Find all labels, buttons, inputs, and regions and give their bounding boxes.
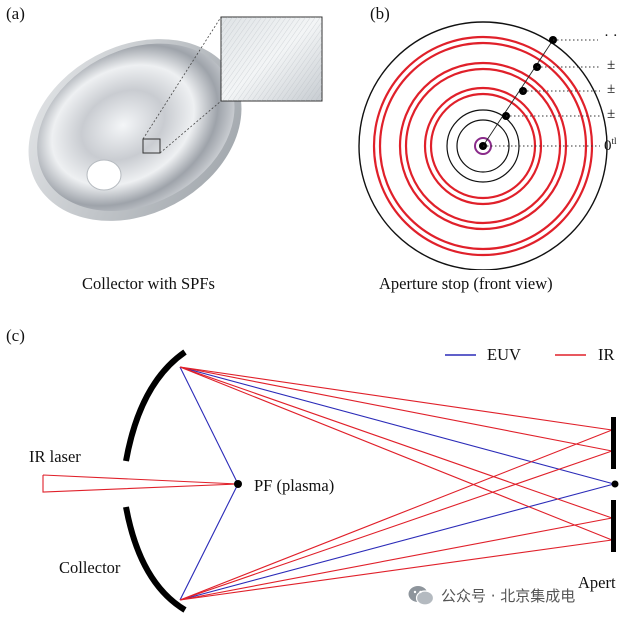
intermediate-focus-dot [612,481,619,488]
euv-ray-top-out [180,367,614,484]
wechat-icon [407,583,435,609]
collector-label: Collector [59,558,120,578]
aperture-label: Apert [578,573,616,593]
ir-ray-top-1 [180,367,612,430]
euv-ray-bottom-out [180,484,614,600]
aperture-plate-upper [611,417,616,469]
plasma-focus-dot [234,480,242,488]
collector-mirror-lower [126,507,185,610]
ir-ray-bottom-1 [180,430,612,600]
ir-ray-top-3 [180,367,612,518]
ir-ray-top-2 [180,367,612,451]
aperture-plate-lower [611,500,616,552]
ir-laser-label: IR laser [29,447,81,467]
focus-label: PF (plasma) [254,476,334,496]
watermark-text: 公众号 · 北京集成电 [441,585,575,606]
legend-ir-label: IR [598,345,615,365]
collector-mirror-upper [126,352,185,461]
ir-laser-beam [43,475,238,492]
ir-ray-bottom-2 [180,451,612,600]
ir-ray-top-4 [180,367,612,540]
legend-euv-label: EUV [487,345,521,365]
